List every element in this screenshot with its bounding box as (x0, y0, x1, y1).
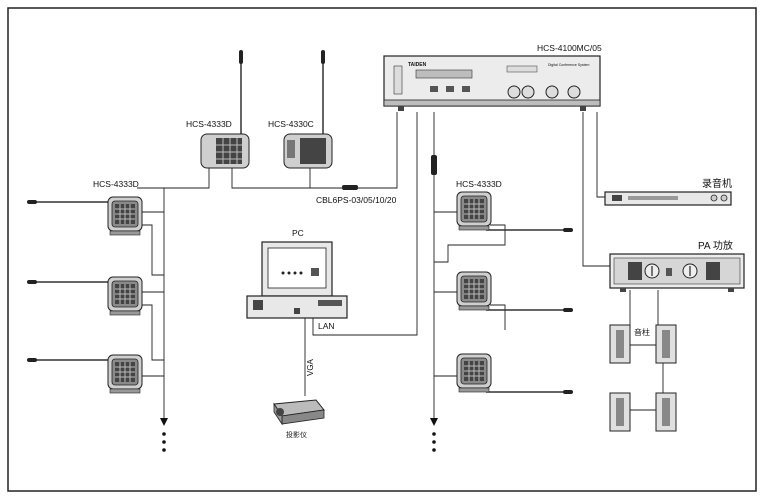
pc-computer (246, 241, 348, 319)
chairman-unit-right (283, 50, 333, 169)
down-arrow-icon (160, 418, 168, 426)
delegate-unit (456, 191, 573, 232)
controller-brand: TAIDEN (408, 62, 427, 68)
speaker-column (655, 392, 677, 432)
down-arrow-icon (430, 418, 438, 426)
cable-label: CBL6PS-03/05/10/20 (316, 195, 397, 205)
chairman-unit-left (200, 50, 250, 169)
vertical-dots-icon (162, 432, 166, 452)
left-chain-label: HCS-4333D (93, 179, 139, 189)
knob-icon (507, 85, 521, 99)
amplifier-device (609, 253, 745, 292)
pc-label: PC (292, 228, 304, 238)
speaker-column (609, 392, 631, 432)
speaker-column (655, 324, 677, 364)
speaker-label: 音柱 (634, 327, 650, 337)
projector-label: 投影仪 (286, 430, 307, 439)
delegate-unit (27, 276, 143, 316)
speaker-column (609, 324, 631, 364)
cable-connector-icon (342, 185, 358, 190)
knob-icon (567, 85, 581, 99)
cable-lines (137, 112, 664, 425)
delegate-unit (456, 271, 573, 312)
vertical-dots-icon (432, 432, 436, 452)
projector-icon (273, 399, 325, 426)
chairman-right-label: HCS-4330C (268, 119, 314, 129)
lan-label: LAN (318, 321, 335, 331)
controller-unit: TAIDEN Digital Conference System (383, 55, 601, 111)
vga-label: VGA (306, 358, 315, 376)
diagram-frame (7, 7, 757, 492)
cable-connector-icon (431, 155, 437, 175)
knob-icon (545, 85, 559, 99)
controller-label: HCS-4100MC/05 (537, 43, 602, 53)
controller-subtitle: Digital Conference System (548, 63, 590, 67)
right-chain-label: HCS-4333D (456, 179, 502, 189)
knob-icon (521, 85, 535, 99)
delegate-unit (27, 354, 143, 394)
recorder-device (604, 191, 732, 206)
delegate-unit (27, 196, 143, 236)
delegate-unit (456, 353, 573, 394)
chairman-left-label: HCS-4333D (186, 119, 232, 129)
amplifier-label: PA 功放 (698, 239, 733, 252)
recorder-label: 录音机 (702, 177, 732, 190)
